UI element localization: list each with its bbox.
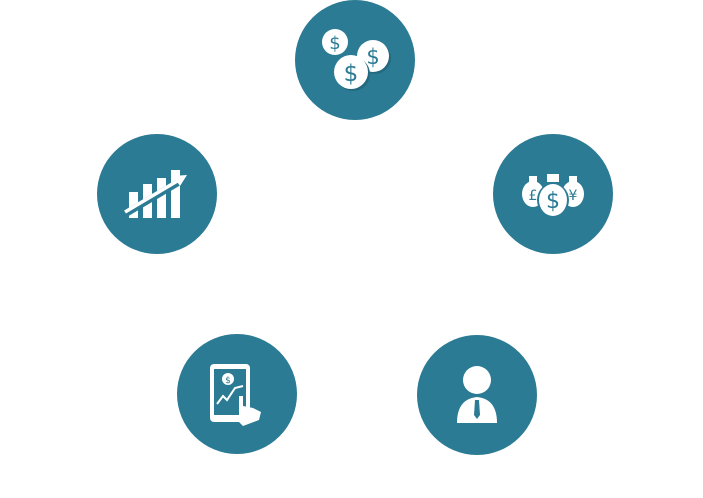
svg-text:$: $ bbox=[329, 33, 340, 54]
tablet-finance-icon: $ bbox=[210, 364, 261, 426]
growth-node bbox=[97, 134, 217, 254]
money-bags-icon: £ ¥ $ bbox=[522, 174, 584, 217]
svg-text:$: $ bbox=[344, 61, 359, 87]
svg-text:£: £ bbox=[529, 188, 538, 204]
svg-text:¥: ¥ bbox=[569, 188, 578, 204]
businessman-node bbox=[417, 335, 537, 455]
coins-dollar-icon: $ $ $ bbox=[322, 29, 391, 91]
growth-chart-icon bbox=[123, 170, 187, 218]
svg-text:$: $ bbox=[225, 376, 231, 386]
money-bags-node: £ ¥ $ bbox=[493, 134, 613, 254]
svg-text:$: $ bbox=[366, 45, 379, 69]
businessman-icon bbox=[457, 366, 497, 423]
svg-text:$: $ bbox=[546, 189, 560, 214]
tablet-finance-node: $ bbox=[177, 334, 297, 454]
coins-node: $ $ $ bbox=[295, 0, 415, 120]
